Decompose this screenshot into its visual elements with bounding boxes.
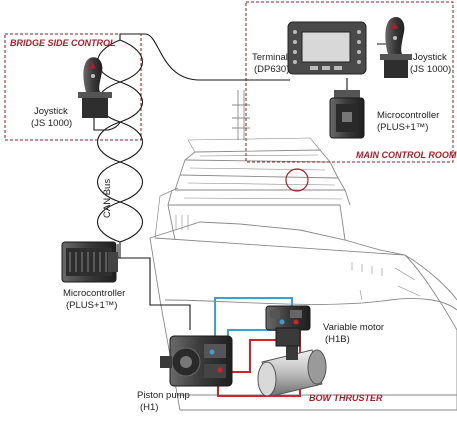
terminal-label: Terminal [252, 52, 288, 63]
terminal-model-label: (DP630) [254, 64, 289, 75]
terminal-display-icon [287, 21, 367, 75]
piston-pump-model-label: (H1) [140, 402, 158, 413]
bridge-side-control-box [4, 33, 142, 141]
main-control-room-title: MAIN CONTROL ROOM [356, 150, 457, 160]
joystick-bridge-model-label: (JS 1000) [31, 118, 72, 129]
microcontroller-main-model-label: (PLUS+1™) [377, 122, 428, 133]
microcontroller-main-label: Microcontroller [377, 110, 439, 121]
microcontroller-icon [61, 241, 118, 283]
microcontroller-lower-label: Microcontroller [63, 288, 125, 299]
bow-thruster-title: BOW THRUSTER [309, 393, 383, 403]
bridge-location-marker [285, 168, 309, 192]
can-bus-label: CAN Bus [102, 179, 113, 218]
thruster-tunnel-icon [257, 344, 327, 397]
piston-pump-label: Piston pump [137, 390, 190, 401]
variable-motor-label: Variable motor [323, 322, 384, 333]
joystick-icon [380, 16, 412, 78]
microcontroller-icon [329, 90, 365, 139]
joystick-main-model-label: (JS 1000) [410, 64, 451, 75]
variable-motor-icon [265, 305, 311, 347]
joystick-icon [78, 57, 112, 118]
main-control-room-box [245, 1, 454, 163]
microcontroller-lower-model-label: (PLUS+1™) [66, 300, 117, 311]
joystick-bridge-label: Joystick [34, 106, 68, 117]
variable-motor-model-label: (H1B) [325, 334, 350, 345]
joystick-main-label: Joystick [413, 52, 447, 63]
bridge-side-control-title: BRIDGE SIDE CONTROL [10, 38, 116, 48]
piston-pump-icon [160, 335, 233, 387]
